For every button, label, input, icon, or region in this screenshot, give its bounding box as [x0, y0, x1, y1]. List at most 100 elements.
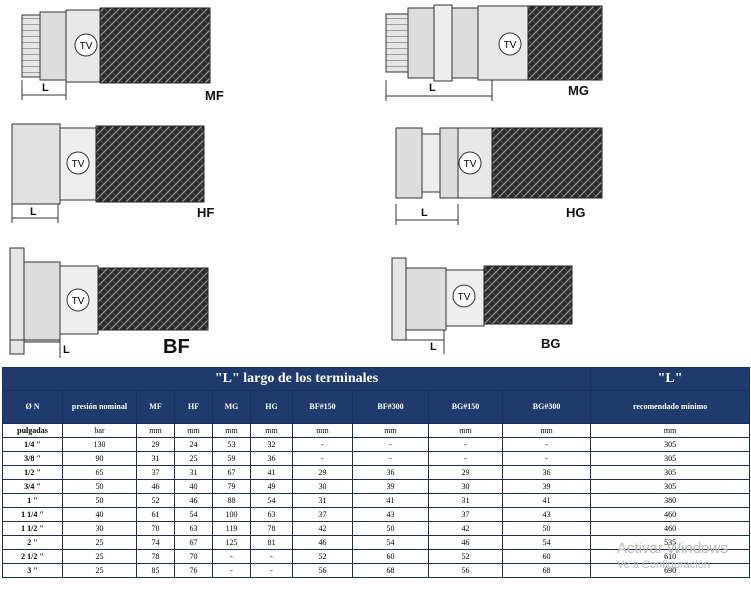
dim-l-hf: L — [30, 206, 37, 218]
table-cell: 36 — [352, 465, 429, 480]
table-cell: - — [292, 451, 353, 466]
table-cell: 25 — [62, 535, 137, 550]
unit-cell: bar — [62, 423, 137, 438]
fitting-bg: TV — [391, 257, 573, 354]
table-cell: - — [292, 437, 353, 452]
table-cell: 3/8 " — [2, 451, 63, 466]
table-cell: 2 1/2 " — [2, 549, 63, 564]
table-cell: 49 — [250, 479, 293, 494]
table-cell: 68 — [352, 563, 429, 578]
table-cell: 305 — [590, 479, 751, 494]
column-header: Ø N — [2, 390, 63, 424]
table-cell: 60 — [501, 549, 592, 564]
unit-cell: mm — [136, 423, 175, 438]
table-cell: - — [428, 451, 503, 466]
unit-cell: mm — [501, 423, 592, 438]
table-cell: 46 — [428, 535, 503, 550]
table-cell: 50 — [501, 521, 592, 536]
unit-cell: mm — [250, 423, 293, 438]
table-cell: 50 — [62, 479, 137, 494]
label-bf: BF — [163, 336, 190, 358]
table-cell: 54 — [352, 535, 429, 550]
table-cell: 37 — [428, 507, 503, 522]
table-cell: 54 — [174, 507, 213, 522]
dim-l-mf: L — [42, 82, 49, 94]
column-header: recomendado mínimo — [590, 390, 751, 424]
table-cell: 59 — [212, 451, 251, 466]
table-cell: 78 — [136, 549, 175, 564]
table-cell: 3 " — [2, 563, 63, 578]
svg-text:TV: TV — [80, 41, 93, 52]
column-header: presión nominal — [62, 390, 137, 424]
table-cell: 39 — [352, 479, 429, 494]
table-cell: 610 — [590, 549, 751, 564]
table-cell: 90 — [62, 451, 137, 466]
svg-text:TV: TV — [72, 296, 85, 307]
table-cell: 305 — [590, 451, 751, 466]
table-cell: 125 — [212, 535, 251, 550]
table-cell: 67 — [174, 535, 213, 550]
unit-cell: mm — [352, 423, 429, 438]
table-cell: 40 — [174, 479, 213, 494]
table-cell: 29 — [136, 437, 175, 452]
table-cell: 43 — [501, 507, 592, 522]
table-cell: 52 — [136, 493, 175, 508]
fitting-bf: TV — [9, 247, 209, 358]
column-header: HF — [174, 390, 213, 424]
table-cell: 535 — [590, 535, 751, 550]
table-cell: 1 " — [2, 493, 63, 508]
table-cell: 30 — [62, 521, 137, 536]
table-cell: 60 — [352, 549, 429, 564]
table-cell: 305 — [590, 437, 751, 452]
table-cell: 25 — [62, 563, 137, 578]
column-header: BG#300 — [501, 390, 592, 424]
column-header: BF#300 — [352, 390, 429, 424]
table-cell: 305 — [590, 465, 751, 480]
table-cell: - — [352, 451, 429, 466]
label-hg: HG — [566, 205, 586, 220]
column-header: BG#150 — [428, 390, 503, 424]
table-cell: 52 — [292, 549, 353, 564]
table-cell: 25 — [62, 549, 137, 564]
table-cell: 36 — [250, 451, 293, 466]
table-cell: 50 — [62, 493, 137, 508]
table-title: "L" largo de los terminales — [1, 367, 592, 391]
table-cell: 1 1/2 " — [2, 521, 63, 536]
table-cell: 39 — [501, 479, 592, 494]
table-cell: - — [250, 563, 293, 578]
label-mg: MG — [568, 83, 589, 98]
table-cell: 31 — [174, 465, 213, 480]
table-cell: 76 — [174, 563, 213, 578]
table-cell: 2 " — [2, 535, 63, 550]
table-cell: 65 — [62, 465, 137, 480]
table-cell: 130 — [62, 437, 137, 452]
dim-l-mg: L — [429, 82, 436, 94]
fitting-mg: TV — [385, 4, 603, 101]
column-header: BF#150 — [292, 390, 353, 424]
table-cell: 460 — [590, 521, 751, 536]
dim-l-bf: L — [63, 344, 70, 356]
table-cell: - — [250, 549, 293, 564]
label-mf: MF — [205, 88, 224, 103]
table-cell: 31 — [292, 493, 353, 508]
table-cell: 85 — [136, 563, 175, 578]
table-cell: - — [212, 549, 251, 564]
table-cell: 63 — [174, 521, 213, 536]
column-header: HG — [250, 390, 293, 424]
table-cell: 79 — [212, 479, 251, 494]
fitting-hg: TV — [395, 127, 603, 225]
fitting-figures: TV TV TV — [9, 4, 603, 358]
table-cell: 1/2 " — [2, 465, 63, 480]
table-cell: 100 — [212, 507, 251, 522]
table-cell: 53 — [212, 437, 251, 452]
table-cell: 29 — [428, 465, 503, 480]
unit-cell: mm — [590, 423, 751, 438]
